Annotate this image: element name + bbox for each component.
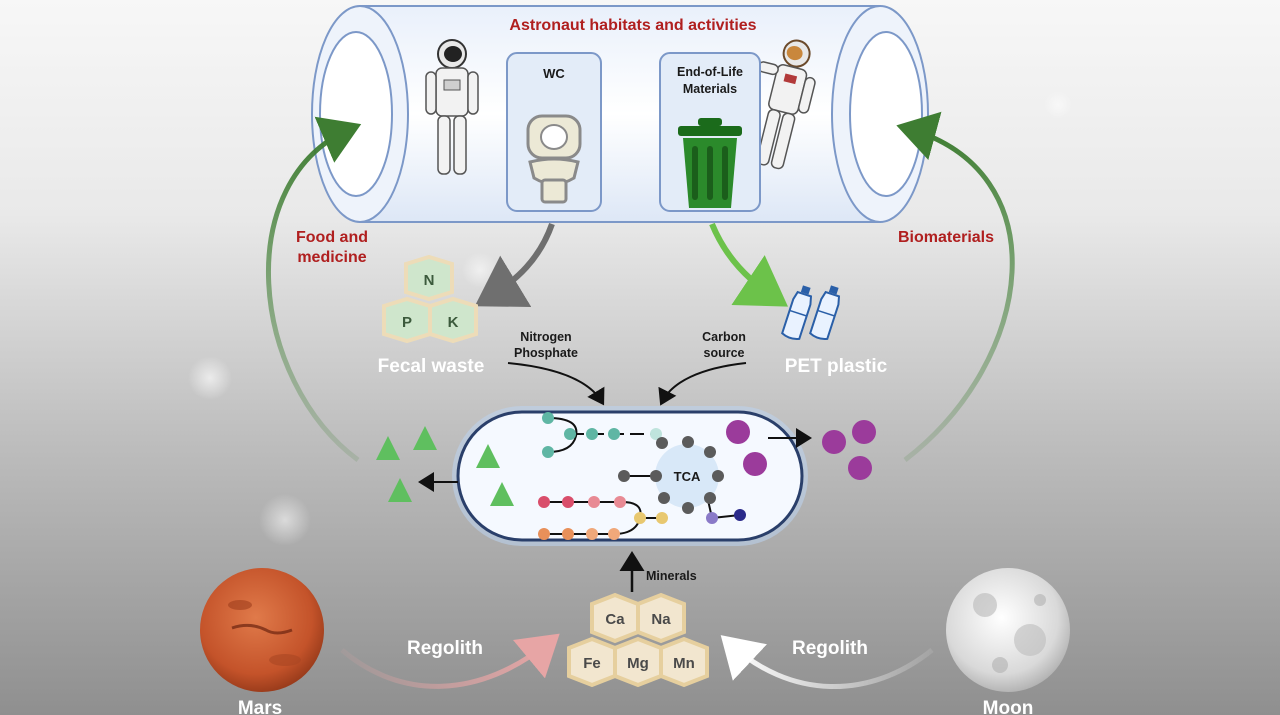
biomaterials-arrow [896,111,1015,462]
astronaut-icon [756,39,816,170]
mineral-ca: Ca [605,611,625,628]
biomaterials-label: Biomaterials [898,229,994,246]
lipid-pathway [538,496,668,540]
mineral-hexes [567,592,709,688]
tca-label: TCA [674,469,701,484]
green-product [413,426,437,450]
nitrogen-label: Nitrogen [520,330,571,344]
teal-pathway [542,412,662,458]
mars-icon [200,568,324,692]
eol-label-line1: End-of-Life [677,65,743,79]
eol-to-pet-arrow [709,222,788,307]
glow-decoration [188,356,232,400]
habitat-module [311,5,929,223]
wc-label: WC [543,66,565,81]
purple-product [852,420,876,444]
carbon-arrow [658,362,747,406]
fecal-waste-label: Fecal waste [378,356,485,377]
minerals-label: Minerals [646,569,697,583]
npk-hexes [382,254,478,344]
pet-bottle-icon [781,285,841,340]
mineral-na: Na [651,611,671,628]
habitat-title: Astronaut habitats and activities [509,17,756,34]
eol-label-line2: Materials [683,82,737,96]
regolith-left-label: Regolith [407,638,483,659]
tca-cycle [618,436,746,524]
astronaut-icon [425,39,479,175]
food-label-line1: Food and [296,229,368,246]
mars-regolith-arrow [340,633,560,689]
purple-product [848,456,872,480]
green-product [376,436,400,460]
nutrient-n: N [424,272,435,289]
food-label-line2: medicine [297,249,366,266]
purple-product [822,430,846,454]
purple-product [743,452,767,476]
food-arrow [266,116,362,463]
green-product [388,478,412,502]
toilet-icon [526,114,582,204]
moon-icon [946,568,1070,692]
moon-regolith-arrow [720,635,934,689]
glow-decoration [259,494,311,546]
mars-label: Mars [238,698,282,715]
green-product [490,482,514,506]
wc-to-fecal-arrow [474,223,555,307]
carbon-label-line2: source [704,346,745,360]
trash-can-icon [678,118,742,208]
regolith-right-label: Regolith [792,638,868,659]
carbon-label-line1: Carbon [702,330,746,344]
green-product [476,444,500,468]
mineral-mn: Mn [673,655,695,672]
moon-label: Moon [983,698,1034,715]
pet-plastic-label: PET plastic [785,356,888,377]
phosphate-label: Phosphate [514,346,578,360]
nutrient-p: P [402,314,412,331]
glow-decoration [462,252,498,288]
mineral-fe: Fe [583,655,601,672]
mineral-mg: Mg [627,655,649,672]
nutrient-k: K [448,314,459,331]
glow-decoration [1044,91,1072,119]
purple-product [726,420,750,444]
nitrogen-arrow [507,362,605,406]
